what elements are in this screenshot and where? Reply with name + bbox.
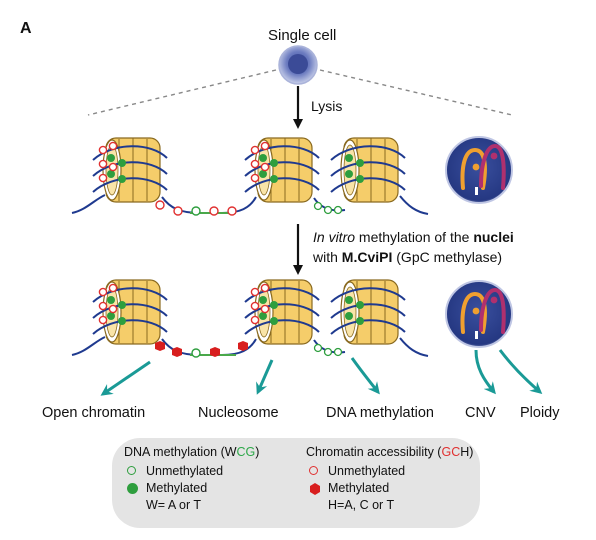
nucleus-icon-before — [444, 135, 514, 205]
legend-panel: DNA methylation (WCG) Unmethylated Methy… — [112, 438, 480, 528]
output-ploidy: Ploidy — [520, 405, 560, 421]
nucleus-icon-after — [444, 279, 514, 349]
legend-dna-title: DNA methylation (WCG) — [124, 445, 260, 459]
zoom-line-left — [87, 69, 277, 116]
filled-green-circle-icon — [124, 482, 142, 496]
zoom-line-right — [319, 69, 513, 116]
legend-chromatin-title: Chromatin accessibility (GCH) — [306, 445, 474, 459]
nucleosome-6 — [330, 279, 406, 345]
methylation-step-line2: with M.CviPI (GpC methylase) — [312, 249, 502, 265]
nucleosome-3 — [330, 137, 406, 203]
chromatin-row-after — [71, 279, 514, 358]
legend-dna-note: W= A or T — [146, 498, 201, 512]
single-cell-icon — [278, 45, 318, 85]
open-red-circle-icon — [306, 465, 324, 479]
methylation-step-line1: In vitro methylation of the nuclei — [313, 229, 514, 245]
legend-dna-methylated: Methylated — [124, 480, 259, 497]
output-arrows — [100, 349, 543, 396]
legend-dna-methylation: DNA methylation (WCG) Unmethylated Methy… — [124, 444, 259, 514]
open-green-circle-icon — [124, 465, 142, 479]
output-cnv: CNV — [465, 405, 496, 421]
red-hexagon-icon — [306, 482, 324, 496]
legend-dna-unmethylated: Unmethylated — [124, 463, 259, 480]
panel-label: A — [20, 20, 32, 37]
legend-chromatin-methylated: Methylated — [306, 480, 473, 497]
output-dna-methylation: DNA methylation — [326, 405, 434, 421]
legend-chromatin-note: H=A, C or T — [328, 498, 395, 512]
lysis-label: Lysis — [311, 98, 342, 114]
chromatin-row-before — [71, 135, 514, 216]
single-cell-label: Single cell — [268, 27, 336, 44]
output-nucleosome: Nucleosome — [198, 405, 279, 421]
legend-chromatin-unmethylated: Unmethylated — [306, 463, 473, 480]
output-open-chromatin: Open chromatin — [42, 405, 145, 421]
legend-chromatin-accessibility: Chromatin accessibility (GCH) Unmethylat… — [306, 444, 473, 514]
